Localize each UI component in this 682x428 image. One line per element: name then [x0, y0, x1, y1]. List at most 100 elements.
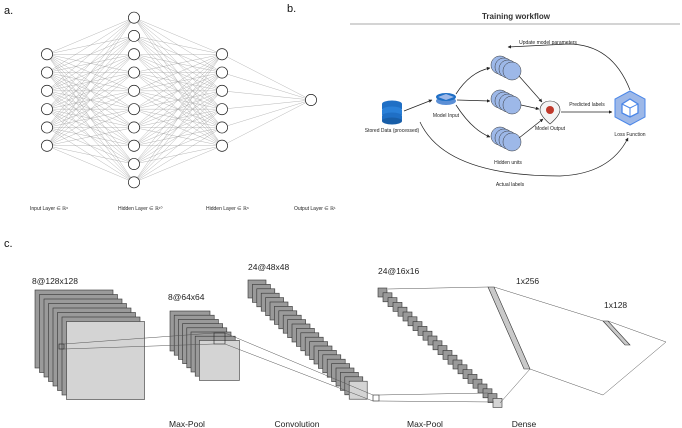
- predicted-labels-label: Predicted labels: [569, 102, 605, 108]
- nn-edge: [46, 72, 135, 146]
- nn-edge: [46, 145, 135, 165]
- block-2-dims: 8@64x64: [168, 292, 205, 302]
- nn-nodes: [41, 11, 317, 189]
- panel-a-letter: a.: [4, 5, 13, 17]
- hidden-unit-stack-bottom: [490, 126, 522, 152]
- nn-edge: [46, 17, 135, 73]
- nn-node-layer-3: [216, 84, 228, 97]
- block-3-dims: 24@48x48: [248, 262, 290, 272]
- feature-map-stack-24x48: [247, 279, 368, 400]
- nn-edge: [46, 17, 135, 128]
- nn-edge: [46, 145, 135, 183]
- nn-edge: [221, 90, 312, 101]
- nn-node-layer-2: [128, 139, 140, 152]
- block-3-caption: Convolution: [275, 419, 320, 428]
- nn-edge: [133, 17, 223, 55]
- nn-edge: [133, 54, 223, 128]
- nn-node-layer-3: [216, 121, 228, 134]
- panel-a: a. Input Layer ∈ ℝ⁶ Hidden Layer ∈ ℝ¹⁰ H…: [4, 5, 336, 212]
- feature-map-stack-8x64: [169, 310, 240, 381]
- nn-node-layer-2: [128, 66, 140, 79]
- nn-edge: [46, 17, 135, 146]
- nn-node-layer-2: [128, 158, 140, 170]
- nn-node-layer-2: [128, 176, 140, 189]
- nn-edge: [46, 17, 135, 110]
- nn-edge: [221, 99, 312, 146]
- nn-edge: [133, 145, 223, 183]
- model-output-label: Model Output: [535, 126, 566, 132]
- feature-map: [199, 340, 240, 381]
- nn-edge: [221, 99, 312, 110]
- nn-node-layer-1: [41, 84, 53, 97]
- panel-b-letter: b.: [287, 3, 296, 15]
- database-icon: [382, 100, 402, 125]
- nn-node-layer-2: [128, 121, 140, 134]
- feature-map: [348, 380, 368, 400]
- feature-map-stack-24x16: [377, 287, 503, 408]
- nn-edge: [133, 54, 223, 92]
- feature-map: [417, 326, 428, 336]
- nn-node-layer-1: [41, 66, 53, 79]
- block-2-caption: Max-Pool: [169, 419, 205, 428]
- hidden-unit-stack-middle: [490, 89, 522, 115]
- nn-edge: [46, 108, 135, 146]
- feature-map: [432, 340, 443, 351]
- nn-node-layer-4: [305, 94, 317, 106]
- feature-map: [442, 350, 453, 360]
- block-1-dims: 8@128x128: [32, 276, 78, 286]
- loss-function-label: Loss Function: [614, 132, 645, 138]
- feature-map: [66, 321, 145, 400]
- nn-edge: [133, 54, 223, 73]
- hidden-unit-stack-top: [490, 55, 522, 81]
- nn-edge: [133, 35, 223, 55]
- workflow-title: Training workflow: [482, 12, 551, 21]
- feature-map: [492, 398, 503, 408]
- panel-c-letter: c.: [4, 238, 13, 250]
- update-params-label: Update model parameters: [519, 40, 577, 46]
- nn-edge: [221, 72, 312, 101]
- nn-node-layer-3: [216, 139, 228, 152]
- feature-map: [392, 302, 403, 312]
- block-5-dims: 1x256: [516, 276, 539, 286]
- nn-node-layer-3: [216, 103, 228, 116]
- nn-edge: [46, 127, 135, 146]
- block-4-caption: Max-Pool: [407, 419, 443, 428]
- workflow-edges: [403, 43, 631, 177]
- nn-node-layer-2: [128, 103, 140, 116]
- loss-function-cube-icon: [614, 90, 646, 126]
- block-5-caption: Dense: [512, 419, 537, 428]
- hidden-layer-1-label: Hidden Layer ∈ ℝ¹⁰: [118, 206, 163, 212]
- model-input-label: Model Input: [433, 113, 460, 119]
- nn-node-layer-1: [41, 121, 53, 134]
- panel-c: c. 8@128x128 8@64x64 Max-Pool 24@48x48 C…: [4, 238, 667, 428]
- nn-edge: [133, 54, 223, 110]
- actual-labels-label: Actual labels: [496, 182, 525, 188]
- model-input-icon: [436, 93, 456, 105]
- nn-node-layer-1: [41, 48, 53, 61]
- nn-edge: [133, 54, 223, 183]
- block-4-dims: 24@16x16: [378, 266, 420, 276]
- nn-edge: [133, 127, 223, 183]
- nn-edge: [133, 54, 223, 165]
- nn-edge: [221, 54, 312, 101]
- nn-edge: [46, 35, 135, 146]
- dense-layer-256: [487, 286, 531, 370]
- feature-map-stack-8x128: [34, 289, 145, 400]
- nn-node-layer-2: [128, 84, 140, 97]
- nn-edge: [46, 17, 135, 91]
- feature-map: [457, 364, 468, 375]
- nn-edge: [46, 54, 135, 146]
- nn-node-layer-1: [41, 103, 53, 116]
- nn-edge: [133, 54, 223, 146]
- dense-layer-128: [602, 320, 631, 346]
- input-layer-label: Input Layer ∈ ℝ⁶: [30, 206, 68, 212]
- map-pin-icon: [539, 100, 561, 125]
- feature-map: [467, 374, 478, 384]
- nn-edge: [46, 90, 135, 146]
- nn-edge: [46, 17, 135, 55]
- nn-edge: [133, 109, 223, 183]
- nn-node-layer-3: [216, 48, 228, 61]
- nn-node-layer-3: [216, 66, 228, 79]
- nn-node-layer-1: [41, 139, 53, 152]
